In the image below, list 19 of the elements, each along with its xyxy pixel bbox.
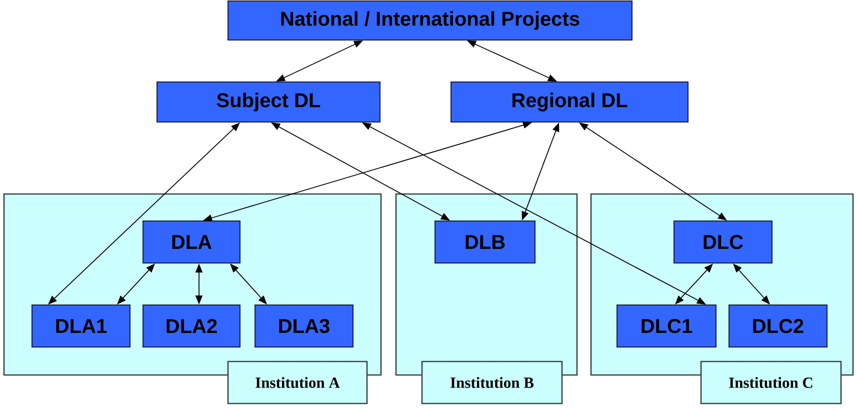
process-box: DLB	[434, 220, 536, 264]
process-box: DLA2	[142, 304, 240, 348]
arrow	[230, 264, 267, 304]
process-box: National / International Projects	[228, 0, 632, 40]
process-box: DLA3	[254, 304, 354, 348]
panel-label: Institution B	[421, 360, 563, 404]
arrow	[48, 122, 240, 304]
panel-label: Institution A	[227, 360, 368, 404]
arrow	[117, 264, 155, 304]
process-box: DLA	[142, 220, 240, 264]
arrow	[675, 264, 713, 304]
process-box: DLC2	[728, 304, 828, 348]
process-box: DLA1	[32, 304, 130, 348]
process-box: DLC	[674, 220, 772, 264]
panel-label: Institution C	[700, 360, 842, 404]
process-box: DLC1	[616, 304, 716, 348]
process-box: Subject DL	[156, 82, 380, 122]
arrow	[733, 264, 770, 304]
process-box: Regional DL	[450, 82, 688, 122]
